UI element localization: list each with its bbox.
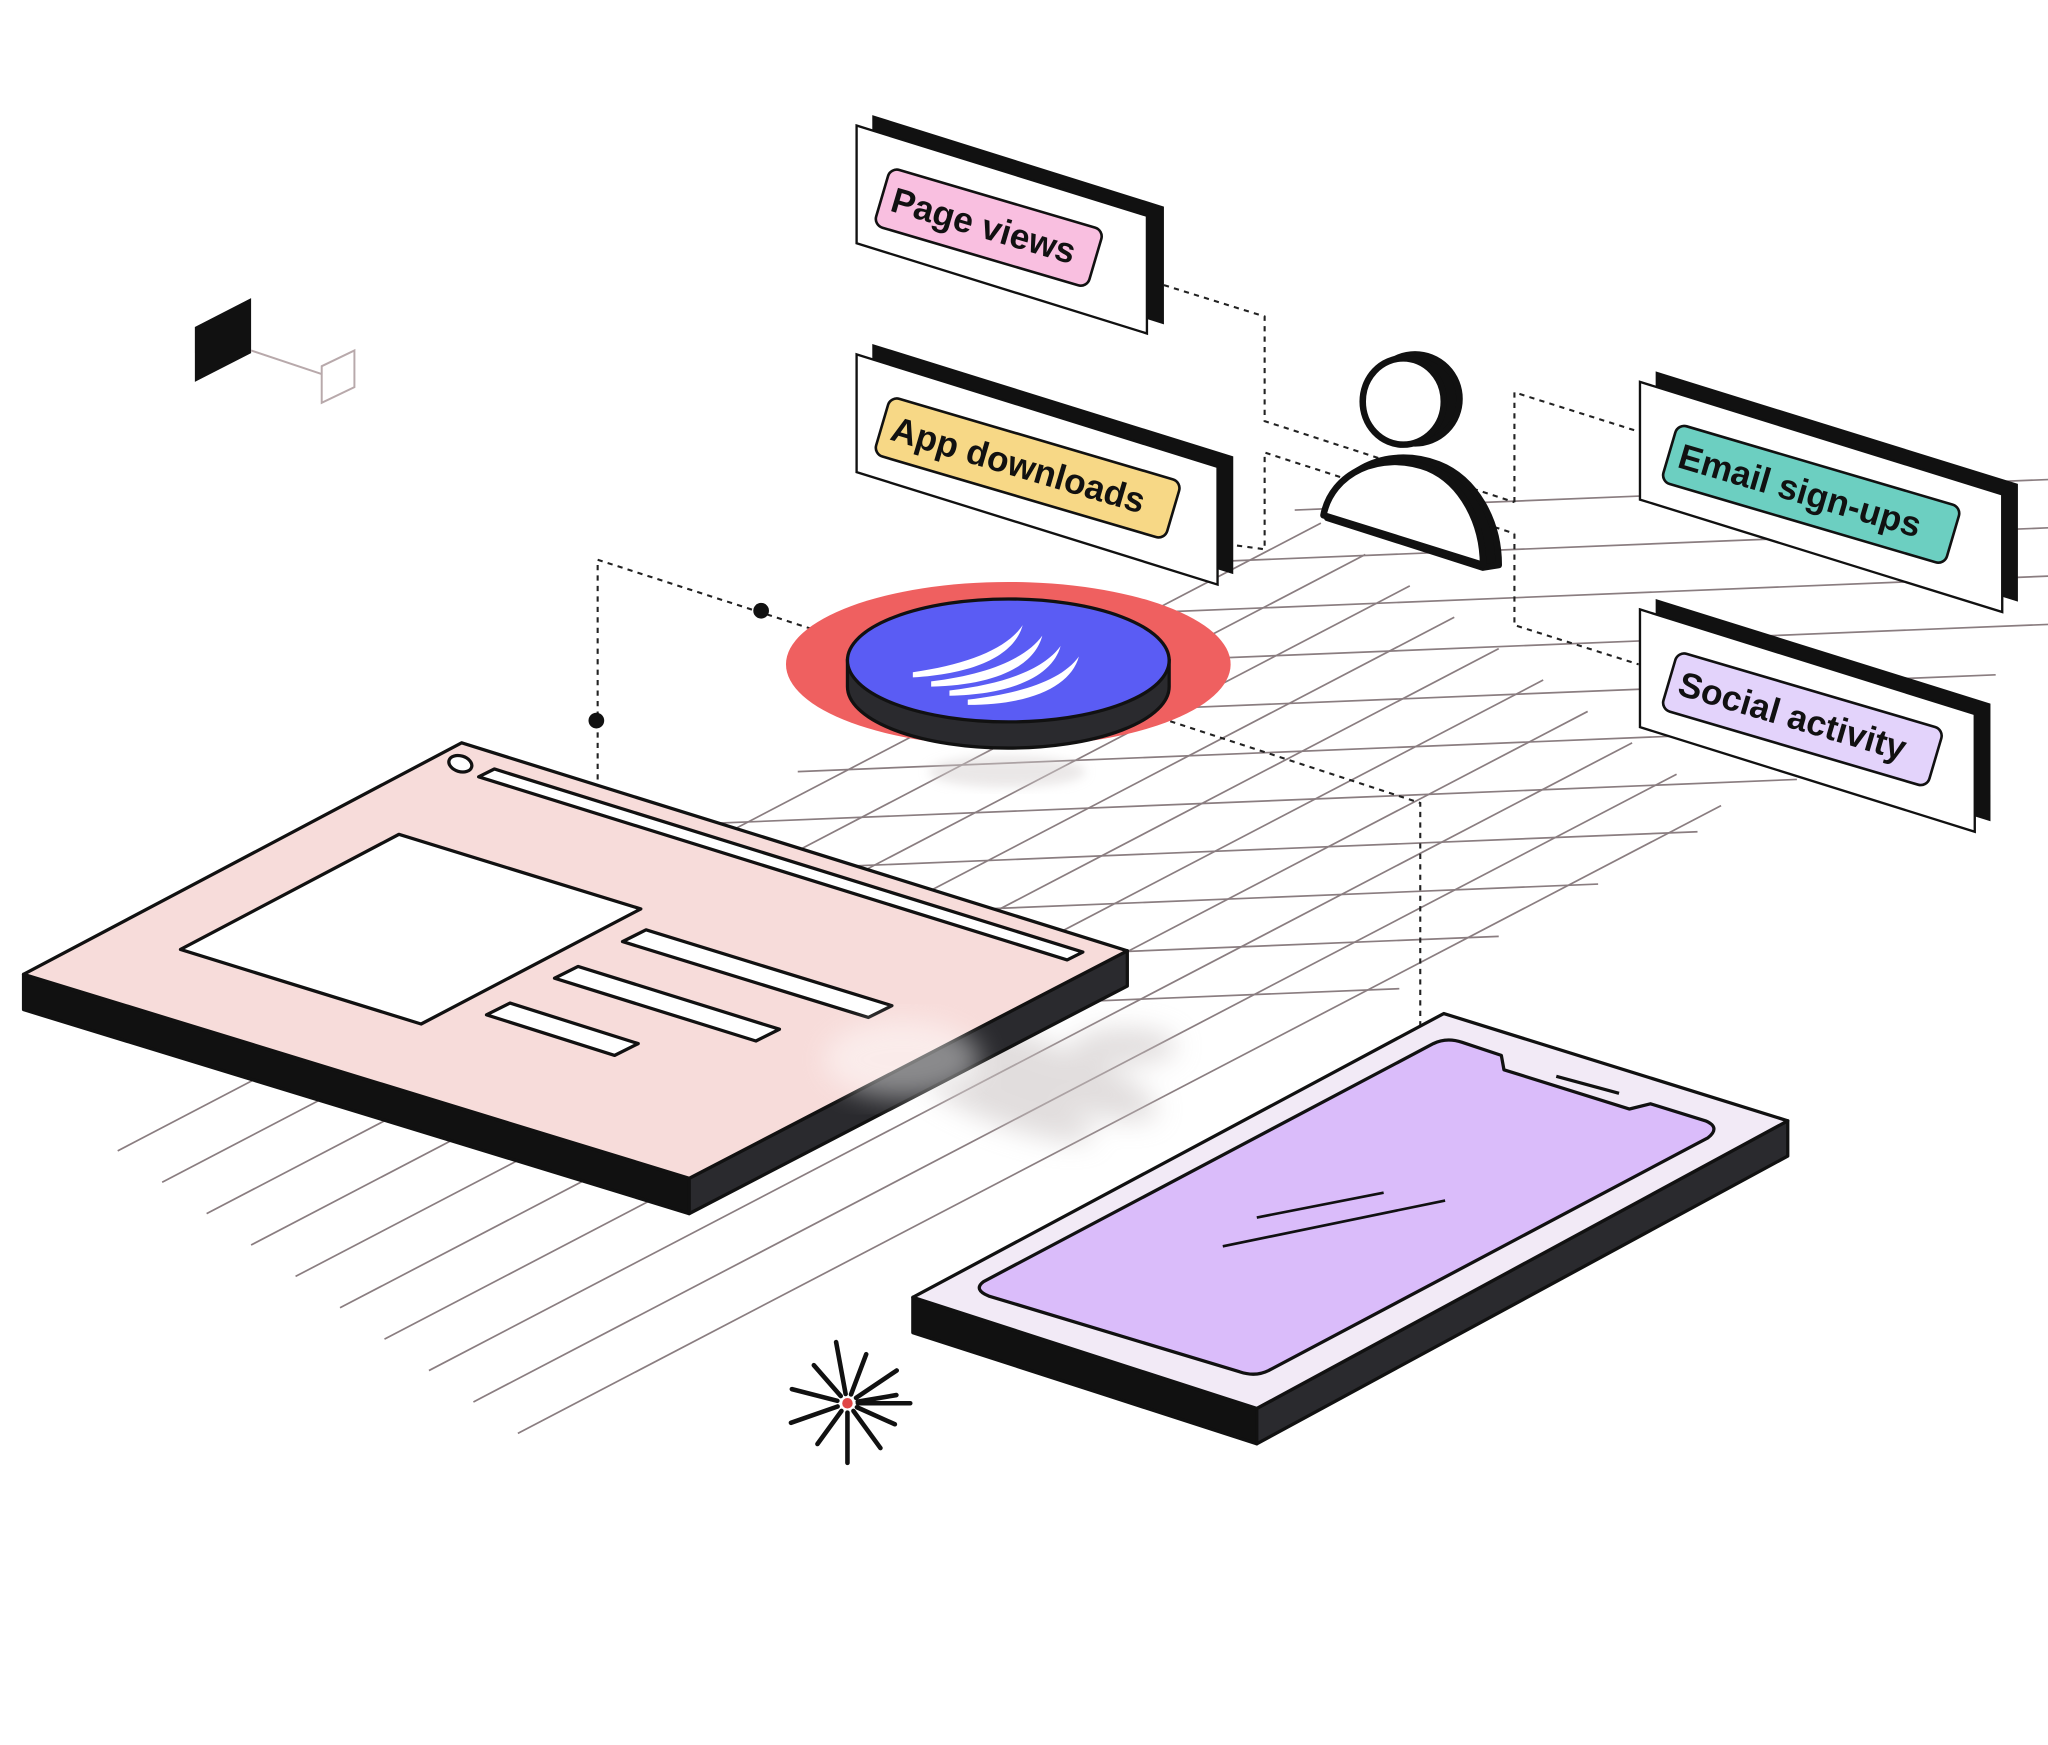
browser-text-line-2: [552, 964, 782, 1043]
smartphone-icon: [911, 1011, 1790, 1446]
brand-swoosh-icon: [912, 625, 1079, 705]
starburst-ray: [848, 1351, 869, 1397]
phone-glare-1: [1256, 1191, 1384, 1219]
starburst-ray: [855, 1392, 899, 1404]
starburst-ray: [854, 1404, 898, 1427]
badge-social-activity: [1661, 652, 1943, 787]
badge-page-views: [874, 168, 1103, 287]
starburst-ray: [815, 1408, 844, 1447]
phone-speaker: [1555, 1074, 1620, 1095]
browser-text-line-3: [484, 1001, 640, 1058]
starburst-ray: [789, 1386, 840, 1404]
connector-user-email: [1513, 390, 1639, 503]
dashed-connectors: [596, 284, 1639, 1115]
grid-line-b: [1195, 526, 2048, 564]
hub-disc-top: [845, 597, 1171, 724]
browser-fade: [823, 1020, 981, 1099]
connector-hub-phone: [1140, 710, 1422, 1115]
hub-drop-shadow: [928, 755, 1086, 788]
badge-email-signups: [1661, 424, 1961, 564]
browser-image-block: [178, 832, 643, 1026]
connector-browser-hub: [596, 558, 857, 874]
cube-node-icon: [194, 298, 356, 405]
connector-user-social: [1513, 533, 1639, 666]
user-icon: [1320, 351, 1502, 571]
starburst-ray: [811, 1362, 844, 1399]
card-social-activity: Social activity: [1638, 598, 1991, 834]
card-page-views: Page views: [855, 115, 1164, 336]
card-app-downloads: App downloads: [855, 343, 1234, 587]
starburst-icon: [788, 1339, 913, 1466]
browser-text-line-1: [620, 928, 894, 1020]
grid-line-b: [698, 778, 1797, 825]
starburst-center: [842, 1398, 853, 1409]
starburst-ray: [833, 1339, 848, 1397]
phone-glare-2: [1222, 1199, 1446, 1248]
hub-disc: [785, 581, 1231, 750]
card-email-signups: Email sign-ups: [1638, 371, 2018, 614]
browser-address-bar: [477, 767, 1085, 962]
starburst-ray: [851, 1408, 883, 1451]
starburst-ray: [853, 1368, 900, 1401]
badge-app-downloads: [874, 397, 1181, 539]
connector-pageviews-user: [1163, 284, 1515, 504]
starburst-ray: [788, 1404, 840, 1426]
phone-screen: [977, 1038, 1716, 1376]
